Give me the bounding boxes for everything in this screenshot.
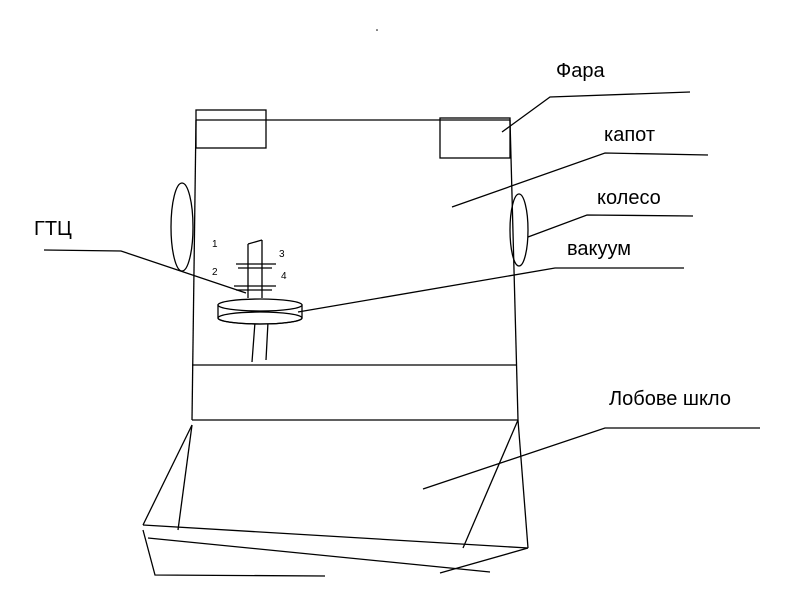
windshield-lower-left (142, 529, 326, 577)
windshield-bottom-edge (142, 524, 529, 549)
part-number-3: 3 (279, 249, 285, 260)
vacuum-booster-bottom (217, 311, 303, 325)
part-number-1: 1 (212, 239, 218, 250)
windshield (142, 419, 529, 577)
master-cylinder-assembly (217, 239, 303, 363)
windshield-lower-right (439, 547, 529, 574)
leader-headlight (501, 91, 691, 133)
pushrod (251, 321, 269, 363)
label-windshield: Лобове шкло (609, 388, 731, 410)
windshield-left-outer (142, 424, 193, 526)
wheel-right (509, 193, 529, 267)
leader-vacuum (297, 267, 684, 313)
label-hood: капот (604, 124, 655, 146)
headlight-left (195, 109, 267, 149)
windshield-left-inner (177, 424, 193, 531)
windshield-right-outer (517, 419, 529, 549)
leader-wheel (527, 214, 694, 238)
body-right-edge (509, 119, 519, 421)
headlight-right (439, 117, 511, 159)
master-cylinder-body (247, 239, 263, 298)
leader-lines (43, 91, 760, 490)
fitting-upper (236, 263, 276, 269)
windshield-lower-mid (147, 537, 491, 573)
label-headlight: Фара (556, 60, 605, 82)
part-number-4: 4 (281, 271, 287, 282)
fitting-lower (234, 285, 276, 291)
label-master-cylinder: ГТЦ (34, 218, 72, 240)
leader-master-cylinder (43, 249, 247, 294)
leader-windshield (422, 427, 760, 490)
body-left-edge (191, 119, 197, 421)
label-wheel: колесо (597, 187, 661, 209)
stray-dot (376, 29, 378, 31)
label-vacuum: вакуум (567, 238, 631, 260)
windshield-right-inner (462, 419, 519, 549)
leader-hood (451, 152, 709, 208)
part-number-2: 2 (212, 267, 218, 278)
vacuum-booster-top (217, 298, 303, 312)
car-body (191, 119, 519, 421)
wheel-left (170, 182, 194, 272)
